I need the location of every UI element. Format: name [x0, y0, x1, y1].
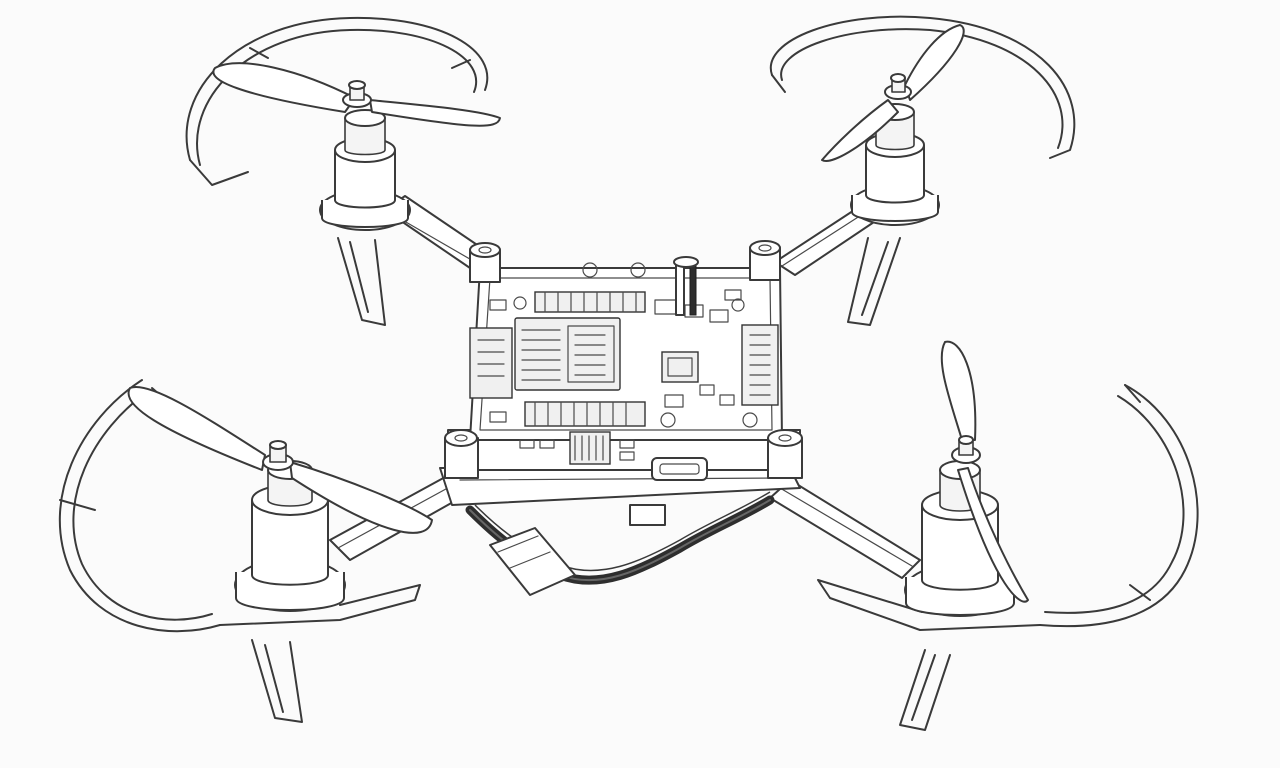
propeller-guards: [58, 15, 1199, 633]
propellers: [127, 24, 1029, 603]
flight-controller-board: [444, 240, 803, 481]
landing-legs: [251, 237, 951, 731]
battery-connector: [489, 527, 576, 596]
radio-module: [469, 327, 513, 399]
pin-header-top: [534, 291, 646, 313]
battery-cable: [465, 256, 775, 596]
standoffs: [444, 240, 803, 479]
driver-chip: [569, 431, 611, 465]
cable-clip: [629, 504, 666, 526]
smd-components: [489, 262, 758, 461]
pin-header-bottom: [524, 401, 646, 427]
